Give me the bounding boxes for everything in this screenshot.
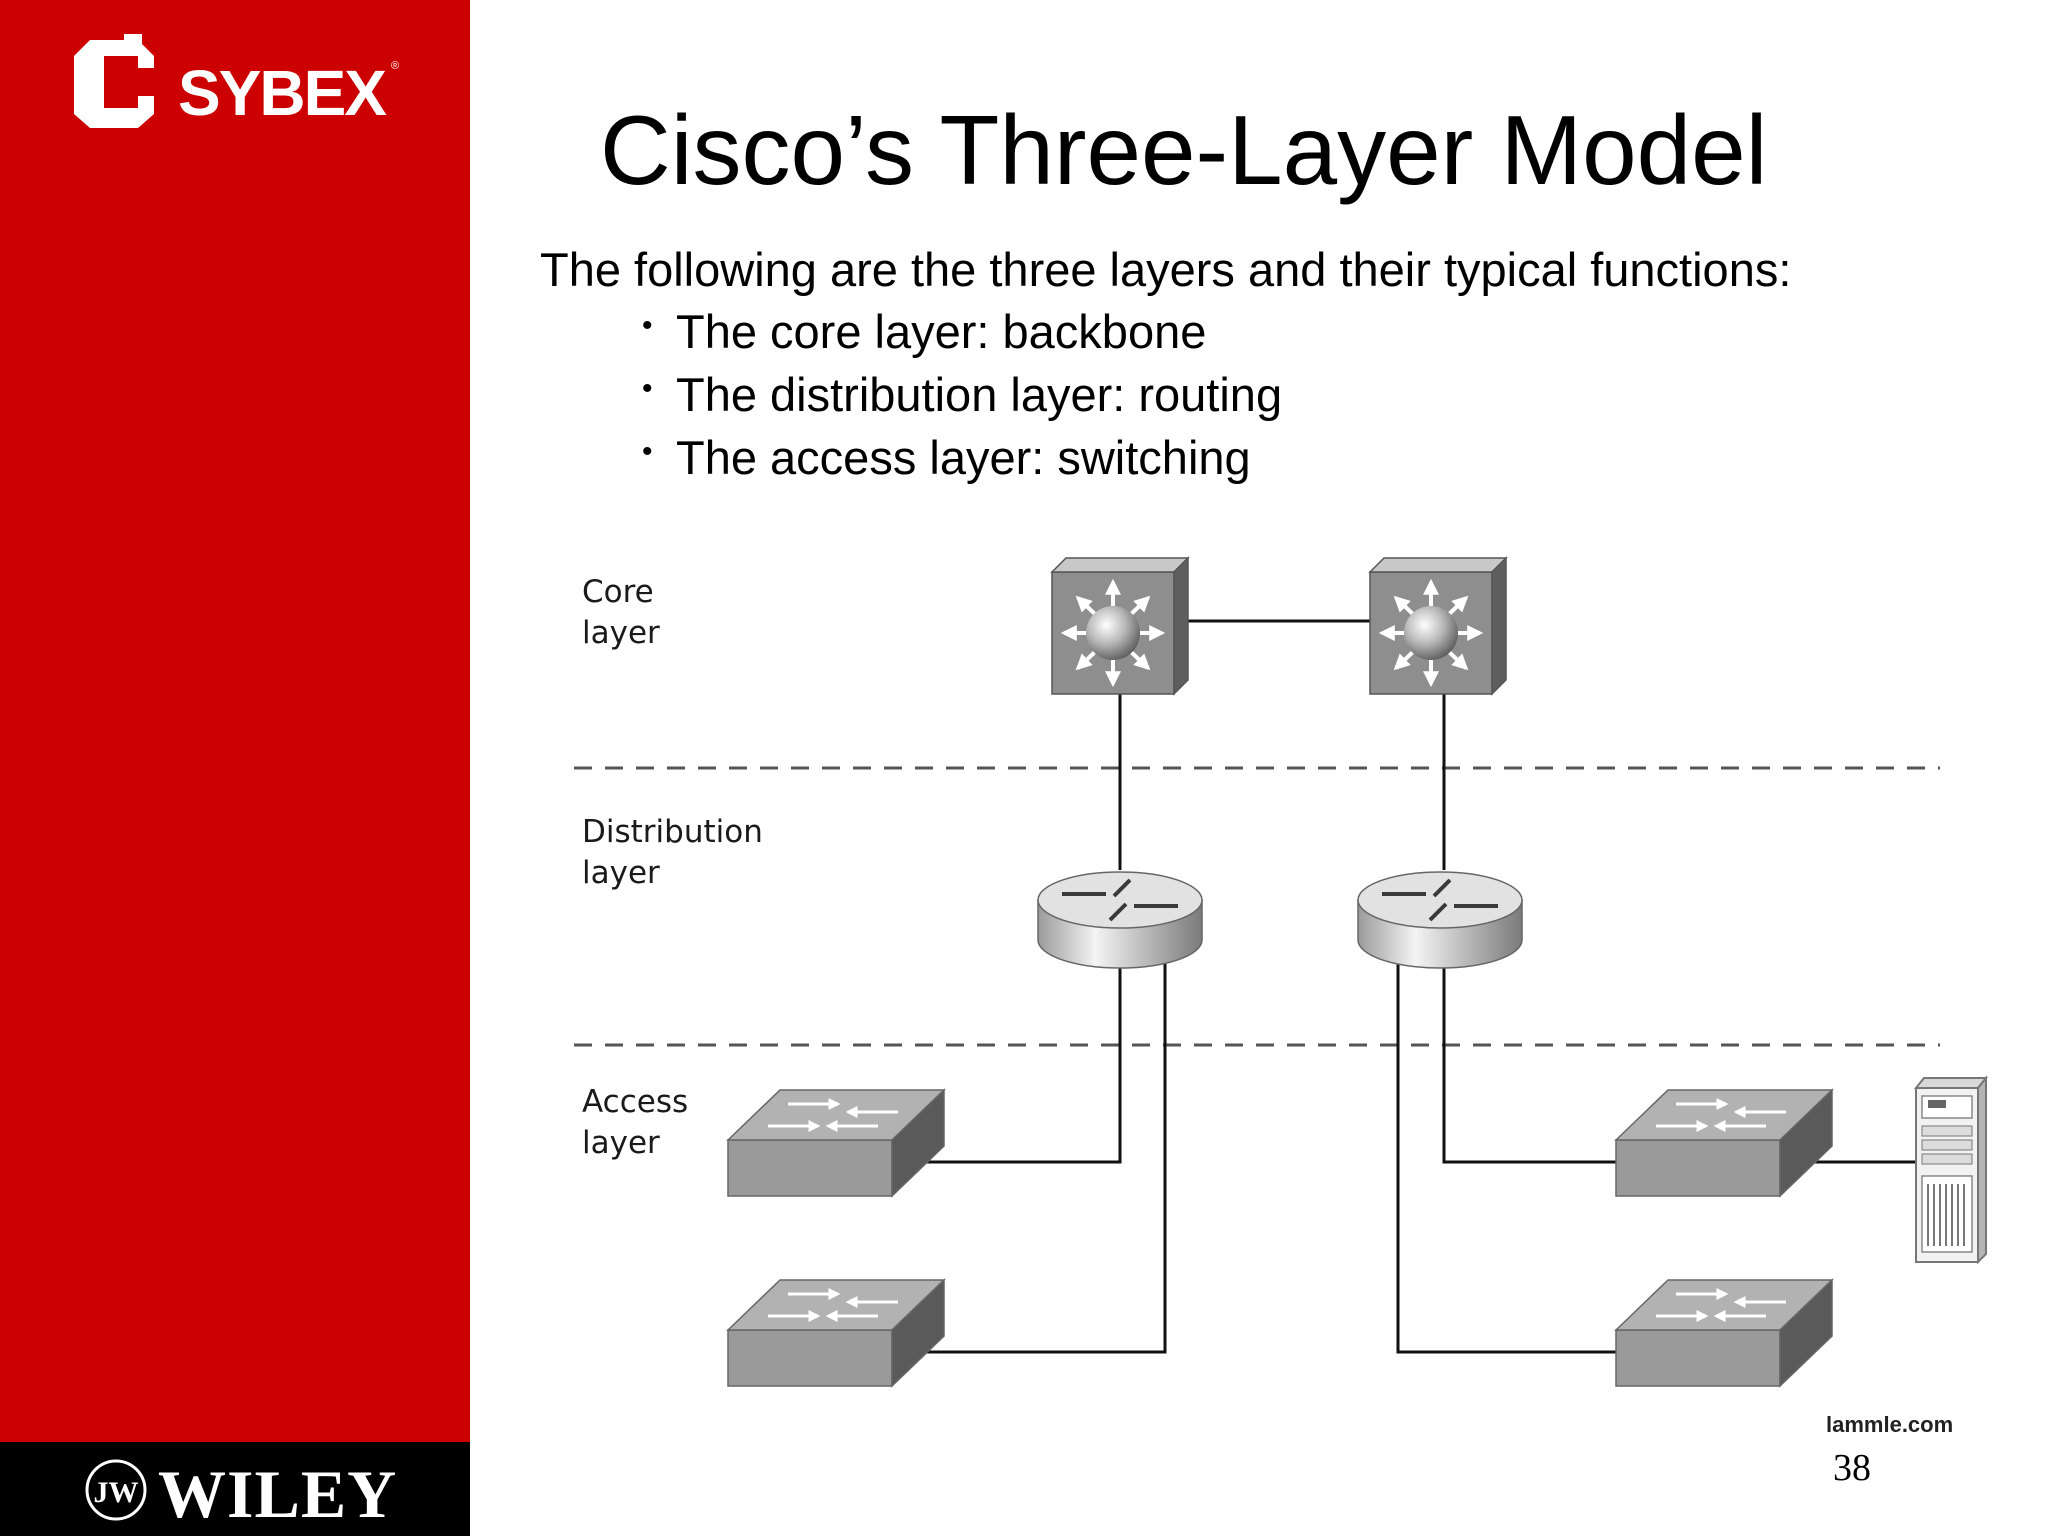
footer-url: lammle.com — [1826, 1412, 1954, 1437]
bullet-glyph: • — [642, 372, 653, 405]
distribution-layer-label: Distribution layer — [582, 812, 763, 894]
bullet-text: The access layer: switching — [676, 431, 1251, 484]
slide-intro: The following are the three layers and t… — [540, 243, 1792, 296]
workgroup-switch-icon — [1614, 1278, 1834, 1388]
workgroup-switch-icon — [1614, 1088, 1834, 1198]
brand-sidebar — [0, 0, 470, 1536]
sybex-logo: SYBEX ® — [68, 34, 408, 134]
bullet-item: • The access layer: switching — [642, 426, 1282, 489]
bullet-glyph: • — [642, 435, 653, 468]
network-links — [918, 619, 1918, 1354]
router-icon — [1037, 871, 1203, 969]
distribution-access-link — [918, 955, 1167, 1354]
bullet-list: • The core layer: backbone • The distribut… — [642, 300, 1282, 489]
core-layer-label: Core layer — [582, 572, 660, 654]
workgroup-switch-icon — [726, 1278, 946, 1388]
wiley-footer-band — [0, 1442, 470, 1536]
layer-label-line: layer — [582, 615, 660, 651]
sybex-mark-icon — [74, 34, 154, 128]
layer-label-line: layer — [582, 1125, 660, 1161]
bullet-item: • The core layer: backbone — [642, 300, 1282, 363]
router-icon — [1357, 871, 1523, 969]
layer-label-line: Distribution — [582, 814, 763, 850]
distribution-access-link — [1442, 955, 1618, 1164]
multilayer-switch-icon — [1050, 556, 1190, 696]
bullet-item: • The distribution layer: routing — [642, 363, 1282, 426]
slide-number: 38 — [1833, 1447, 1871, 1489]
wiley-seal-icon: JW — [85, 1459, 147, 1521]
distribution-access-link — [918, 955, 1122, 1164]
distribution-access-link — [1396, 955, 1618, 1354]
sybex-wordmark: SYBEX — [178, 57, 387, 129]
wiley-wordmark: WILEY — [158, 1456, 398, 1532]
bullet-text: The distribution layer: routing — [676, 368, 1283, 421]
bullet-text: The core layer: backbone — [676, 305, 1207, 358]
layer-label-line: Access — [582, 1084, 689, 1120]
bullet-glyph: • — [642, 309, 653, 342]
layer-label-line: layer — [582, 855, 660, 891]
slide-title: Cisco’s Three-Layer Model — [600, 95, 1768, 205]
workgroup-switch-icon — [726, 1088, 946, 1198]
layer-label-line: Core — [582, 574, 654, 610]
registered-mark: ® — [391, 60, 400, 72]
server-icon — [1913, 1075, 1989, 1265]
svg-text:JW: JW — [94, 1476, 139, 1509]
access-layer-label: Access layer — [582, 1082, 688, 1164]
multilayer-switch-icon — [1368, 556, 1508, 696]
